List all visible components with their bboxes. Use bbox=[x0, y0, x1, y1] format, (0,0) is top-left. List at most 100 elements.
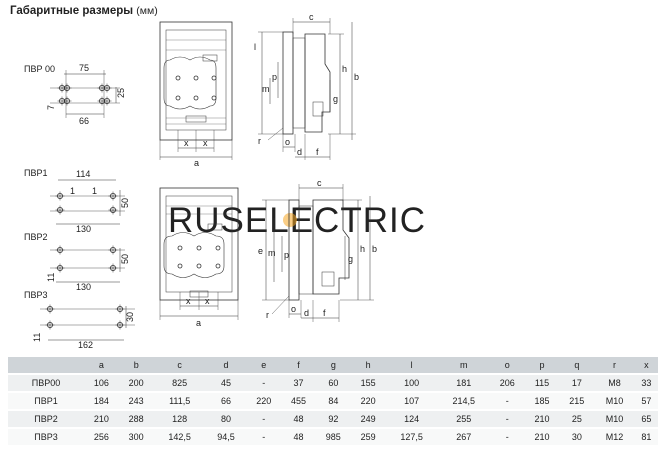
letter-b-top: b bbox=[354, 72, 359, 82]
dim-pvr2-height: 50 bbox=[120, 254, 130, 264]
table-cell: 255 bbox=[437, 411, 490, 429]
table-cell: 243 bbox=[118, 393, 154, 411]
letter-m-bottom: m bbox=[268, 248, 276, 258]
table-header-cell: c bbox=[153, 357, 206, 375]
table-cell: 300 bbox=[118, 429, 154, 447]
letter-r-bottom: r bbox=[266, 310, 269, 320]
table-cell: 115 bbox=[524, 375, 560, 393]
letter-r-top: r bbox=[258, 136, 261, 146]
table-cell: M12 bbox=[594, 429, 635, 447]
table-cell: 210 bbox=[524, 411, 560, 429]
letter-f-top: f bbox=[316, 147, 319, 157]
dim-pvr2-base: 130 bbox=[76, 282, 91, 292]
table-cell: 825 bbox=[153, 375, 206, 393]
letter-o-bottom: o bbox=[291, 304, 296, 314]
table-header-cell: h bbox=[350, 357, 386, 375]
pvr1-3-side-view bbox=[262, 184, 374, 322]
table-cell: 210 bbox=[84, 411, 119, 429]
letter-g-top: g bbox=[333, 94, 338, 104]
letter-d-bottom: d bbox=[304, 308, 309, 318]
pvr00-front-view bbox=[159, 21, 233, 160]
table-cell: 455 bbox=[281, 393, 316, 411]
table-row: ПВР2 210 288 128 80 - 48 92 249 124 255 … bbox=[8, 411, 658, 429]
table-cell: 57 bbox=[634, 393, 658, 411]
table-header-cell: m bbox=[437, 357, 490, 375]
letter-m-top: m bbox=[262, 84, 270, 94]
dim-pvr2-side: 11 bbox=[46, 273, 56, 282]
table-cell: M10 bbox=[594, 411, 635, 429]
table-cell: 81 bbox=[634, 429, 658, 447]
letter-h-top: h bbox=[342, 64, 347, 74]
table-header-cell: l bbox=[385, 357, 438, 375]
table-header-cell: f bbox=[281, 357, 316, 375]
table-cell: 142,5 bbox=[153, 429, 206, 447]
letter-x-4: x bbox=[205, 296, 210, 306]
table-cell: 206 bbox=[489, 375, 525, 393]
dim-pvr00-bottom: 66 bbox=[79, 116, 89, 126]
table-header-cell: p bbox=[524, 357, 560, 375]
label-pvr3: ПВР3 bbox=[24, 290, 47, 300]
table-cell: 48 bbox=[281, 411, 316, 429]
table-cell: 215 bbox=[559, 393, 595, 411]
letter-d-top: d bbox=[297, 147, 302, 157]
letter-l-top: l bbox=[254, 42, 256, 52]
table-cell: 259 bbox=[350, 429, 386, 447]
table-cell: - bbox=[489, 411, 525, 429]
pvr3-hole-pattern bbox=[40, 304, 135, 341]
table-cell: 92 bbox=[315, 411, 351, 429]
table-cell: ПВР2 bbox=[8, 411, 84, 429]
table-cell: 288 bbox=[118, 411, 154, 429]
table-cell: 256 bbox=[84, 429, 119, 447]
table-cell: 181 bbox=[437, 375, 490, 393]
label-pvr2: ПВР2 bbox=[24, 232, 47, 242]
table-cell: - bbox=[489, 393, 525, 411]
table-cell: 100 bbox=[385, 375, 438, 393]
table-row: ПВР3 256 300 142,5 94,5 - 48 985 259 127… bbox=[8, 429, 658, 447]
dim-pvr00-width: 75 bbox=[79, 63, 89, 73]
table-cell: 220 bbox=[246, 393, 282, 411]
table-header-cell: o bbox=[489, 357, 525, 375]
table-cell: 106 bbox=[84, 375, 119, 393]
table-cell: - bbox=[246, 375, 282, 393]
dimensions-table: a b c d e f g h l m o p q r x ПВР00 106 … bbox=[8, 357, 658, 447]
table-header-row: a b c d e f g h l m o p q r x bbox=[8, 357, 658, 375]
letter-g-bottom: g bbox=[348, 254, 353, 264]
table-cell: 48 bbox=[281, 429, 316, 447]
table-header-cell: b bbox=[118, 357, 154, 375]
table-cell: 267 bbox=[437, 429, 490, 447]
table-cell: 66 bbox=[205, 393, 247, 411]
letter-p-top: p bbox=[272, 72, 277, 82]
table-cell: 25 bbox=[559, 411, 595, 429]
letter-c-top: c bbox=[309, 12, 314, 22]
table-cell: ПВР3 bbox=[8, 429, 84, 447]
table-cell: ПВР1 bbox=[8, 393, 84, 411]
table-cell: ПВР00 bbox=[8, 375, 84, 393]
table-cell: 128 bbox=[153, 411, 206, 429]
table-cell: 985 bbox=[315, 429, 351, 447]
dim-pvr3-side: 11 bbox=[32, 333, 42, 342]
letter-h-bottom: h bbox=[360, 244, 365, 254]
pvr2-hole-pattern bbox=[50, 245, 125, 283]
table-cell: 60 bbox=[315, 375, 351, 393]
table-header-cell: e bbox=[246, 357, 282, 375]
letter-b-bottom: b bbox=[372, 244, 377, 254]
dim-pvr1-width: 114 bbox=[76, 169, 90, 179]
table-cell: 94,5 bbox=[205, 429, 247, 447]
letter-a-top: a bbox=[194, 158, 199, 168]
table-cell: 65 bbox=[634, 411, 658, 429]
table-cell: 185 bbox=[524, 393, 560, 411]
table-header-cell: x bbox=[634, 357, 658, 375]
table-header-cell: q bbox=[559, 357, 595, 375]
watermark-logo-dot bbox=[283, 213, 297, 227]
table-header-cell bbox=[8, 357, 84, 375]
pvr00-hole-pattern bbox=[50, 70, 120, 118]
dim-pvr00-side: 7 bbox=[46, 105, 56, 110]
table-cell: 33 bbox=[634, 375, 658, 393]
table-cell: M8 bbox=[594, 375, 635, 393]
heading-title: Габаритные размеры bbox=[10, 5, 134, 17]
pvr00-side-view bbox=[258, 18, 356, 160]
table-cell: M10 bbox=[594, 393, 635, 411]
dim-pvr1-a: 1 bbox=[70, 186, 75, 196]
dim-pvr3-height: 30 bbox=[125, 312, 135, 322]
table-cell: 127,5 bbox=[385, 429, 438, 447]
